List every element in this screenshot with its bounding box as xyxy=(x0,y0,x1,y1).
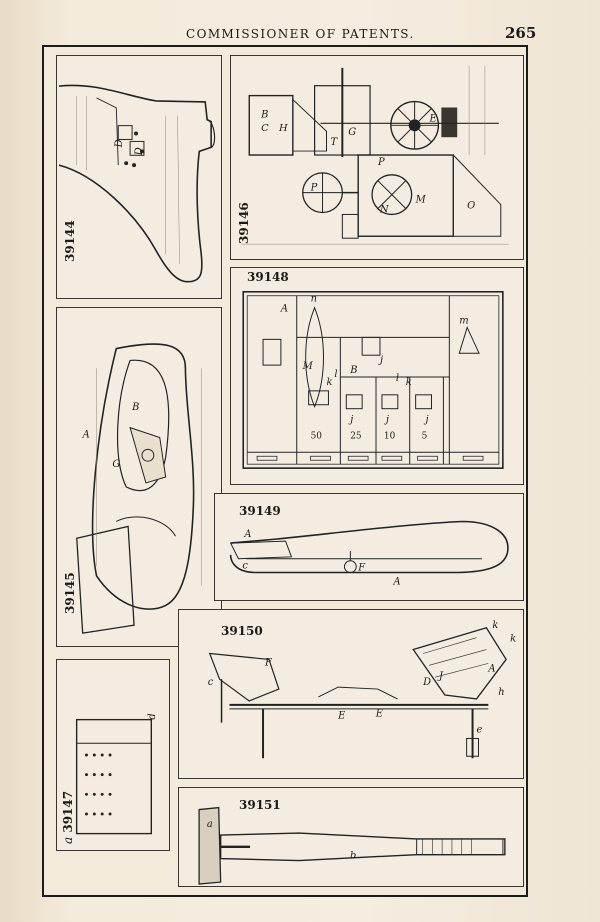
figure-39149-label-c: c xyxy=(242,561,248,572)
figure-39146-label-b: B xyxy=(260,109,268,120)
figure-39149-label-a-top: A xyxy=(243,529,251,540)
figure-39149-label-a: A xyxy=(393,576,401,587)
figure-39146-label-h: H xyxy=(278,123,288,134)
figure-39144-label-d1: D xyxy=(114,139,125,148)
figure-39145-number: 39145 xyxy=(63,572,77,614)
figure-39148-label-l2: l xyxy=(396,373,399,384)
figure-39151-label-b: b xyxy=(350,851,356,862)
figure-39146-label-g: G xyxy=(348,127,356,138)
figure-39146-label-n: N xyxy=(379,204,389,215)
figure-39150-label-h: h xyxy=(498,687,504,698)
figure-39148-label-j: j xyxy=(378,355,383,366)
figure-39149-label-f: F xyxy=(357,563,366,574)
coin-counter-drawing: A n m M B j k l l k j j j 50 25 10 5 xyxy=(242,290,504,469)
figure-39150-label-f: F xyxy=(264,657,273,668)
figure-39147-panel: d a 39147 xyxy=(56,659,170,851)
figure-39148-label-j4: j xyxy=(424,415,429,426)
coin-slot-50: 50 xyxy=(311,431,323,441)
figure-39148-label-m: M xyxy=(302,361,314,372)
figure-39147-number-value: 39147 xyxy=(61,790,75,833)
figure-39148-label-a: A xyxy=(280,304,288,315)
figure-39151-panel: 39151 a b xyxy=(178,787,524,887)
figure-39148-label-m-small: m xyxy=(459,315,468,326)
figure-39146-label-e: E xyxy=(428,113,437,124)
page-header-title: COMMISSIONER OF PATENTS. xyxy=(186,27,415,41)
figure-39144-number: 39144 xyxy=(63,220,77,262)
figure-39147-number: a 39147 xyxy=(61,791,75,844)
figure-39150-label-k1: k xyxy=(492,620,498,631)
figure-39145-label-b: B xyxy=(131,402,139,413)
figure-39148-label-k2: k xyxy=(406,377,412,388)
figure-39150-panel: 39150 F c E E D J A k k xyxy=(178,609,524,779)
tool-handle-drawing: a b xyxy=(198,806,506,885)
coin-slot-25: 25 xyxy=(350,431,361,441)
figure-39148-label-b: B xyxy=(349,365,357,376)
illustration-plate: D D 39144 xyxy=(42,45,528,897)
figure-39150-label-e: e xyxy=(477,725,483,736)
figure-39148-label-j3: j xyxy=(384,415,389,426)
figure-39145-label-g: G xyxy=(112,459,120,470)
mill-machine-drawing: B C H T P G E P N M O xyxy=(241,65,509,245)
page-number: 265 xyxy=(505,24,537,42)
figure-39149-panel: 39149 A F A c xyxy=(214,493,524,601)
figure-39145-label-a: A xyxy=(82,429,90,440)
figure-39151-number: 39151 xyxy=(239,798,281,812)
figure-39150-label-e2: E xyxy=(375,709,384,720)
shoe-clamp-drawing: A B G xyxy=(76,343,202,634)
figure-39148-label-l1: l xyxy=(334,369,337,380)
figure-39148-label-j2: j xyxy=(348,415,353,426)
figure-39150-label-d: D xyxy=(422,677,431,688)
coin-slot-5: 5 xyxy=(422,431,428,441)
skate-drawing: A F A c xyxy=(229,520,509,587)
perforated-sheet-drawing: d xyxy=(75,713,158,835)
figure-39150-number: 39150 xyxy=(221,624,263,638)
figure-39146-label-p2: P xyxy=(377,157,385,168)
figure-39150-label-j: J xyxy=(437,671,444,682)
frame-machine-drawing: F c E E D J A k k h e xyxy=(208,620,516,759)
figure-39146-panel: B C H T P G E P N M O 39146 xyxy=(230,55,524,260)
figure-39146-number: 39146 xyxy=(237,202,251,244)
boot-drawing: D D xyxy=(58,84,216,283)
figure-39147-label-d: d xyxy=(147,713,158,719)
figure-39146-label-p1: P xyxy=(310,183,318,194)
coin-slot-10: 10 xyxy=(384,431,396,441)
figure-39144-label-d2: D xyxy=(134,147,145,156)
figure-39148-label-k1: k xyxy=(326,377,332,388)
figure-39144-panel: D D 39144 xyxy=(56,55,222,299)
figure-39151-label-a: a xyxy=(207,819,213,830)
figure-39150-label-a: A xyxy=(487,663,495,674)
figure-39148-label-n: n xyxy=(311,294,317,305)
figure-39146-label-m: M xyxy=(415,195,427,206)
figure-39148-panel: 39148 xyxy=(230,267,524,485)
figure-39147-prefix: a xyxy=(61,836,75,844)
figure-39146-label-c: C xyxy=(261,123,269,134)
figure-39148-number: 39148 xyxy=(247,270,289,284)
figure-39145-panel: A B G 39145 xyxy=(56,307,222,647)
figure-39150-label-k2: k xyxy=(510,634,516,645)
figure-39150-label-e1: E xyxy=(337,711,346,722)
figure-39146-label-t: T xyxy=(330,137,338,148)
figure-39150-label-c: c xyxy=(208,677,214,688)
figure-39146-label-o: O xyxy=(467,200,475,211)
figure-39149-number: 39149 xyxy=(239,504,281,518)
